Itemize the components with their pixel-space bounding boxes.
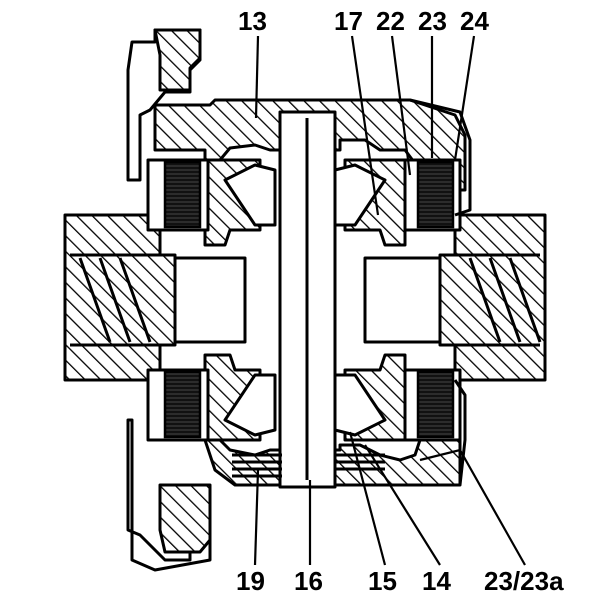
clutch-disc-pack-upper-right: [403, 158, 462, 232]
leader-13: [254, 35, 260, 119]
callout-17: 17: [334, 6, 363, 36]
callout-19: 19: [236, 566, 265, 596]
clutch-disc-pack-upper-left: [146, 158, 210, 232]
callout-24: 24: [460, 6, 489, 36]
pinion-shaft: [278, 110, 337, 489]
leader-14: [364, 444, 441, 566]
callouts-bottom: 19 16 15 14 23/23a: [236, 566, 564, 596]
callout-22: 22: [376, 6, 405, 36]
side-gear-upper: [203, 158, 407, 247]
right-axle-hub: [363, 213, 547, 382]
callout-23-23a: 23/23a: [484, 566, 564, 596]
clutch-disc-pack-lower-left: [146, 368, 210, 442]
callout-14: 14: [422, 566, 451, 596]
callout-15: 15: [368, 566, 397, 596]
housing-flange: [126, 28, 212, 572]
callout-23: 23: [418, 6, 447, 36]
callout-16: 16: [294, 566, 323, 596]
leader-15: [348, 431, 387, 566]
leader-24: [453, 35, 476, 161]
leader-23-23a: [419, 448, 526, 566]
callout-13: 13: [238, 6, 267, 36]
housing-outline: [409, 98, 472, 486]
leader-lines: [253, 35, 526, 566]
leader-17: [350, 35, 380, 216]
left-axle-hub: [63, 213, 247, 382]
leader-19: [253, 469, 260, 566]
clutch-disc-pack-lower-right: [403, 368, 462, 442]
leader-22: [390, 35, 412, 176]
callouts-top: 13 17 22 23 24: [238, 6, 489, 36]
